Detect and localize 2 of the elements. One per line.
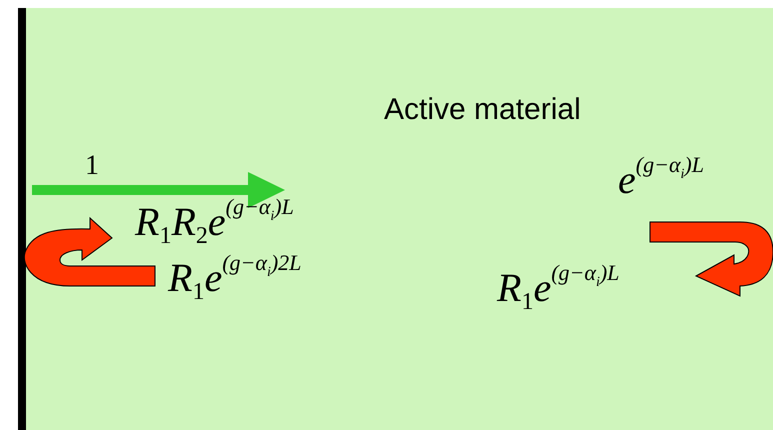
- intensity-label: 1: [85, 152, 99, 180]
- region-label: Active material: [384, 95, 581, 125]
